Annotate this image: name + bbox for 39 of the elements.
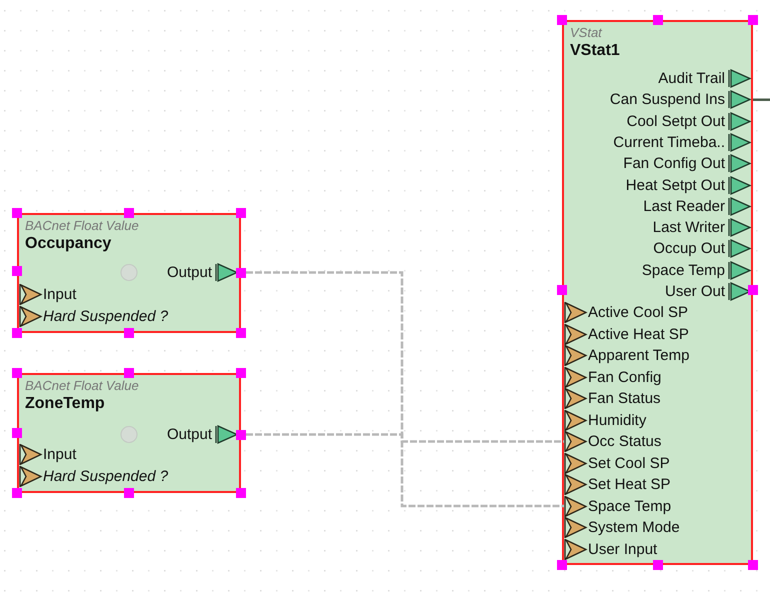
- port-label: Audit Trail: [658, 70, 725, 87]
- port-label: Set Cool SP: [588, 454, 670, 472]
- port-label: Space Temp: [642, 262, 725, 279]
- port-label: System Mode: [588, 519, 680, 536]
- port-label: Space Temp: [588, 498, 672, 514]
- connector-line: [753, 98, 770, 102]
- connector-line: [246, 433, 564, 508]
- connector-line: [246, 271, 564, 443]
- function-block: [562, 20, 753, 565]
- port-label: Humidity: [588, 412, 646, 428]
- port-label: Active Cool SP: [588, 304, 688, 321]
- port-label: Occup Out: [653, 240, 725, 258]
- port-label: Last Writer: [652, 219, 725, 236]
- port-label: Can Suspend Ins: [610, 91, 725, 108]
- port-label: Active Heat SP: [588, 326, 689, 342]
- port-label: Apparent Temp: [588, 347, 690, 364]
- block-type-label: BACnet Float Value: [25, 218, 139, 233]
- port-label: Hard Suspended ?: [43, 468, 168, 485]
- port-label: Last Reader: [643, 198, 725, 215]
- port-label: User Input: [588, 540, 658, 558]
- port-label: Set Heat SP: [588, 476, 671, 493]
- block-name-label: VStat1: [570, 42, 620, 60]
- block-type-label: BACnet Float Value: [25, 378, 139, 393]
- port-label: Input: [43, 446, 76, 463]
- port-label: Hard Suspended ?: [43, 308, 168, 325]
- block-type-label: VStat: [570, 25, 602, 40]
- port-label: Heat Setpt Out: [626, 176, 725, 194]
- port-label: Cool Setpt Out: [626, 112, 725, 130]
- port-label: Output: [166, 264, 212, 281]
- port-label: Fan Status: [588, 390, 661, 407]
- port-label: Output: [166, 426, 212, 443]
- port-label: Current Timeba..: [613, 134, 725, 151]
- port-label: Occ Status: [588, 433, 662, 450]
- port-label: Input: [43, 286, 76, 303]
- port-label: Fan Config Out: [623, 155, 725, 172]
- block-name-label: Occupancy: [25, 235, 112, 253]
- block-name-label: ZoneTemp: [25, 395, 105, 413]
- port-label: User Out: [664, 283, 725, 300]
- port-label: Fan Config: [588, 368, 662, 386]
